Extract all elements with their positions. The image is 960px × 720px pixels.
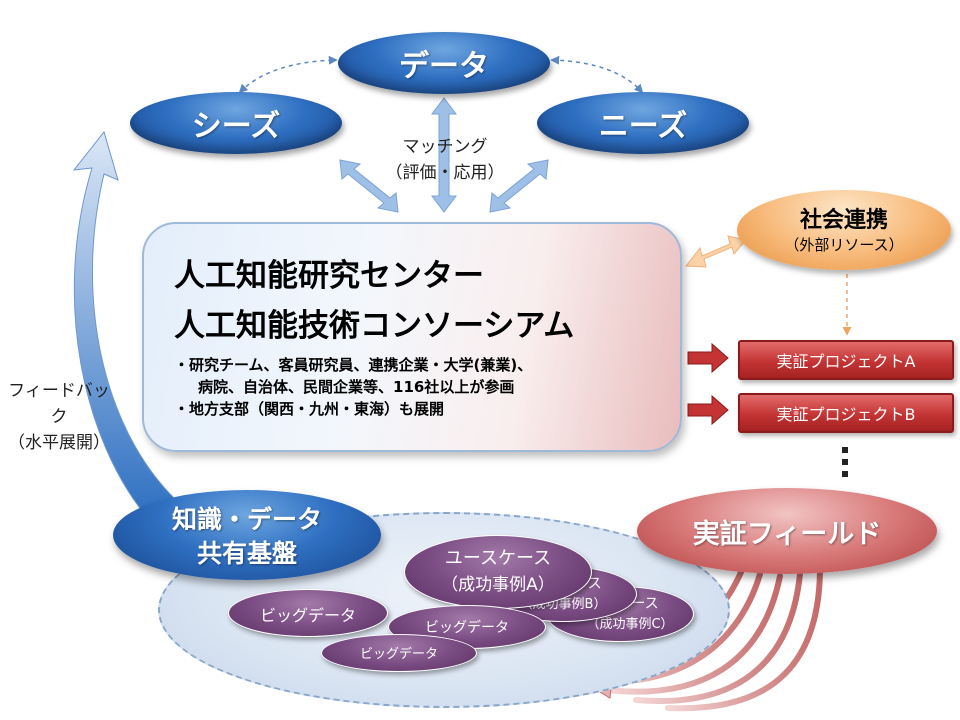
use-case-c-line-2: （成功事例C）: [586, 617, 674, 632]
matching-line-1: マッチング: [402, 137, 488, 157]
knowledge-base-line-2: 共有基盤: [196, 539, 297, 568]
big-data-oval-1: ビッグデータ: [228, 589, 388, 637]
center-box: 人工知能研究センター 人工知能技術コンソーシアム ・研究チーム、客員研究員、連携…: [142, 222, 682, 452]
data-label: データ: [399, 49, 489, 84]
data-oval: データ: [338, 32, 550, 94]
knowledge-base-line-1: 知識・データ: [171, 505, 322, 534]
social-title: 社会連携: [799, 208, 888, 233]
double-arrow-data-center: [431, 97, 457, 213]
arrow-center-project-b: [687, 394, 729, 426]
social-subtitle: （外部リソース）: [784, 236, 904, 254]
big-data-label-2: ビッグデータ: [425, 620, 509, 636]
big-data-label-3: ビッグデータ: [359, 647, 438, 662]
center-bullet-1: ・研究チーム、客員研究員、連携企業・大学(兼業)、: [174, 356, 533, 374]
center-title-1: 人工知能研究センター: [174, 258, 484, 294]
big-data-label-1: ビッグデータ: [259, 606, 356, 625]
double-arrow-needs-center: [489, 159, 549, 213]
feedback-line-1: フィードバック: [8, 381, 110, 427]
big-data-oval-3: ビッグデータ: [321, 634, 477, 672]
arrow-center-project-a: [687, 342, 729, 374]
field-label: 実証フィールド: [692, 518, 882, 550]
feedback-line-2: （水平展開）: [8, 433, 110, 453]
center-bullet-2: ・地方支部（関西・九州・東海）も展開: [174, 400, 445, 418]
matching-line-2: （評価・応用）: [385, 163, 505, 183]
use-case-a-line-2: （成功事例A）: [441, 575, 555, 595]
use-case-a-oval: ユースケース （成功事例A）: [404, 535, 592, 609]
seeds-oval: シーズ: [130, 92, 342, 154]
social-oval: 社会連携 （外部リソース）: [737, 190, 951, 270]
needs-label: ニーズ: [598, 109, 688, 144]
knowledge-base-oval: 知識・データ 共有基盤: [113, 490, 381, 580]
matching-label: マッチング （評価・応用）: [360, 134, 530, 186]
field-oval: 実証フィールド: [637, 488, 937, 574]
center-title-2: 人工知能技術コンソーシアム: [174, 308, 575, 344]
project-box-a: 実証プロジェクトA: [738, 340, 954, 380]
dashed-link-seeds-data: [238, 55, 338, 94]
project-a-label: 実証プロジェクトA: [776, 352, 916, 371]
feedback-label: フィードバック （水平展開）: [0, 378, 118, 456]
double-arrow-seeds-center: [339, 159, 399, 213]
dashed-link-data-needs: [550, 55, 644, 94]
use-case-c-line-1: ース: [631, 596, 659, 612]
project-b-label: 実証プロジェクトB: [776, 405, 916, 424]
project-box-b: 実証プロジェクトB: [738, 393, 954, 433]
use-case-a-line-1: ユースケース: [444, 548, 552, 569]
center-bullet-1-continued: 病院、自治体、民間企業等、116社以上が参画: [198, 378, 515, 396]
needs-oval: ニーズ: [537, 92, 749, 154]
seeds-label: シーズ: [191, 109, 281, 144]
vertical-ellipsis: [842, 447, 854, 483]
feedback-sweep-arrow: [72, 130, 177, 517]
